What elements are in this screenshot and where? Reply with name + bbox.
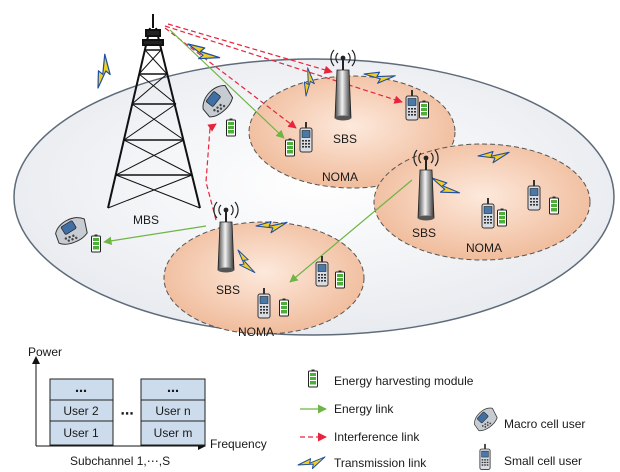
between-channel-dots: ⋯: [121, 406, 134, 421]
legend: Energy harvesting module Energy link Int…: [297, 369, 585, 470]
channel-b-top: ⋯: [167, 384, 179, 398]
legend-interference-link: Interference link: [334, 430, 420, 444]
channel-a-middle: User 2: [63, 404, 99, 418]
energy-harvesting-legend-icon: [308, 369, 318, 388]
subchannel-block-b: ⋯ User n User m: [140, 378, 206, 446]
small-cell-user-legend-icon: [479, 443, 491, 470]
transmission-link-legend-icon: [297, 456, 326, 470]
macro-cell-area: [13, 58, 615, 336]
small-cell-area-bottom: [163, 221, 365, 335]
noma-label-bottom: NOMA: [238, 325, 274, 339]
macro-base-station-icon: [107, 14, 201, 209]
legend-energy-harvesting: Energy harvesting module: [334, 374, 474, 388]
subchannel-label: Subchannel 1,⋯,S: [70, 454, 170, 468]
sbs-label-right: SBS: [412, 226, 436, 240]
energy-links: [103, 29, 413, 283]
interference-links: [164, 23, 403, 221]
legend-macro-cell-user: Macro cell user: [504, 417, 585, 431]
mbs-label: MBS: [133, 213, 159, 227]
noma-label-right: NOMA: [466, 241, 502, 255]
legend-transmission-link: Transmission link: [334, 456, 427, 470]
channel-b-bottom: User m: [154, 426, 193, 440]
sbs-label-top: SBS: [333, 132, 357, 146]
subchannel-block-a: ⋯ User 2 User 1: [49, 378, 114, 446]
channel-b-middle: User n: [155, 404, 190, 418]
channel-a-top: ⋯: [75, 384, 87, 398]
power-allocation-chart: Power Frequency ⋯ User 2 User 1 ⋯ ⋯ User…: [28, 345, 267, 468]
legend-energy-link: Energy link: [334, 402, 394, 416]
macro-cell-user-legend-icon: [470, 404, 501, 434]
channel-a-bottom: User 1: [63, 426, 99, 440]
frequency-axis-label: Frequency: [210, 437, 267, 451]
sbs-label-bottom: SBS: [216, 283, 240, 297]
noma-label-top: NOMA: [322, 170, 358, 184]
power-axis-label: Power: [28, 345, 62, 359]
legend-small-cell-user: Small cell user: [504, 454, 582, 468]
small-cell-area-top: [248, 75, 456, 189]
